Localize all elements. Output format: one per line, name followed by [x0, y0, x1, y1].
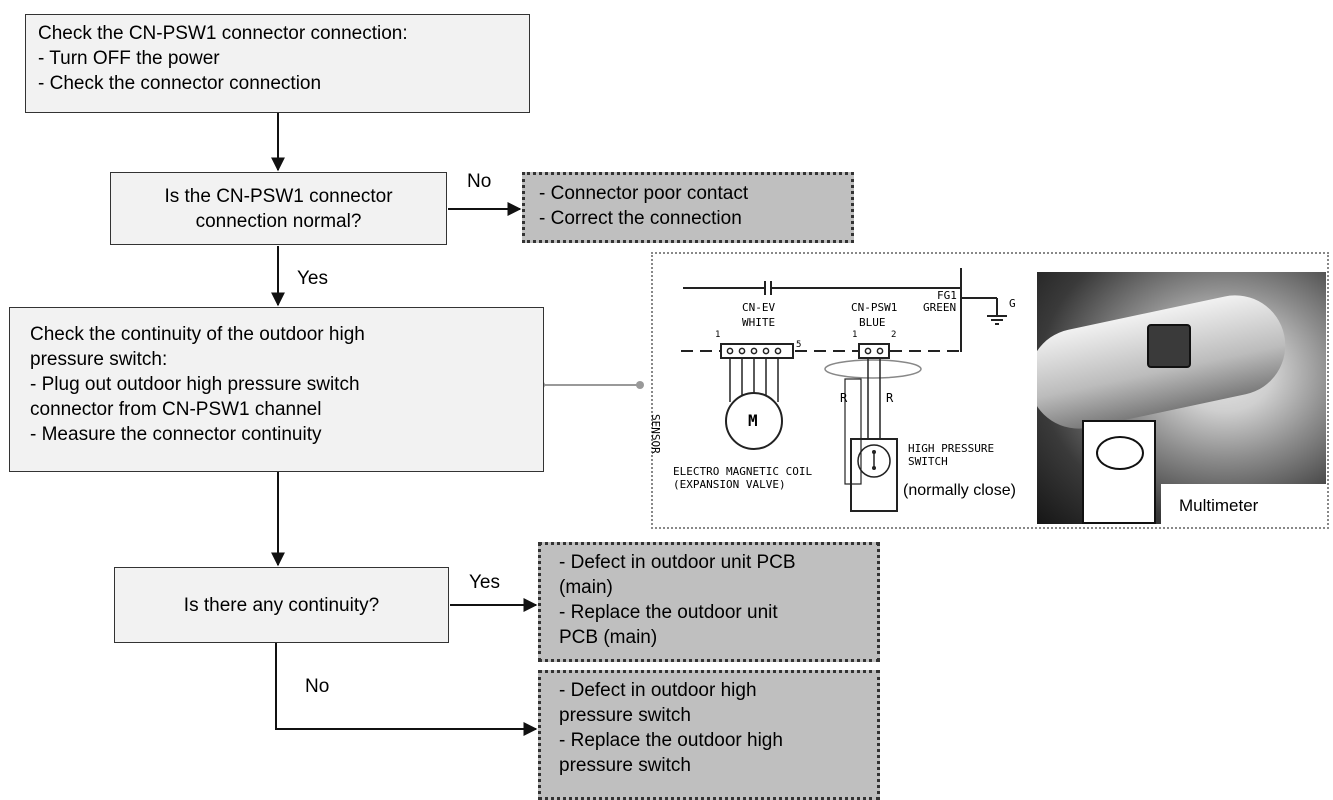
cn-psw1-color-label: BLUE [859, 316, 886, 329]
result2-line: (main) [559, 577, 613, 598]
step-check-continuity: Check the continuity of the outdoor high… [9, 307, 544, 472]
decision-connector-normal: Is the CN-PSW1 connector connection norm… [110, 172, 447, 245]
coil-label-2: (EXPANSION VALVE) [673, 478, 786, 491]
ground-label: G [1009, 297, 1016, 310]
wiring-schematic [681, 268, 1007, 512]
step-check-connector: Check the CN-PSW1 connector connection: … [25, 14, 530, 113]
hps-label-2: SWITCH [908, 455, 948, 468]
decision-any-continuity: Is there any continuity? [114, 567, 449, 643]
multimeter-label: Multimeter [1179, 496, 1259, 515]
cn-psw1-pin2: 2 [891, 330, 897, 340]
hps-label: HIGH PRESSURE [908, 442, 995, 455]
coil-label: ELECTRO MAGNETIC COIL [673, 465, 813, 478]
result-poor-contact: - Connector poor contact - Correct the c… [522, 172, 854, 243]
result3-line: pressure switch [559, 705, 691, 726]
wire-r-left: R [840, 391, 848, 405]
multimeter-display-icon [1096, 436, 1144, 470]
step2-line: - Plug out outdoor high pressure switch [30, 374, 360, 395]
step2-line: - Measure the connector continuity [30, 424, 322, 445]
decision1-line: Is the CN-PSW1 connector [164, 185, 393, 207]
decision1-yes-label: Yes [297, 268, 328, 289]
multimeter-label-bg [1161, 484, 1326, 524]
cn-psw1-pin1: 1 [852, 330, 858, 340]
result-switch-defect: - Defect in outdoor high pressure switch… [538, 670, 880, 800]
step2-line: connector from CN-PSW1 channel [30, 399, 322, 420]
step1-line: - Turn OFF the power [38, 48, 220, 69]
result-pcb-defect: - Defect in outdoor unit PCB (main) - Re… [538, 542, 880, 662]
connector-photo: Multimeter [1037, 272, 1326, 524]
fg-label: FG1 [937, 289, 957, 302]
motor-label: M [748, 411, 758, 430]
normally-close-label: (normally close) [903, 482, 1016, 499]
cn-ev-color-label: WHITE [742, 316, 776, 329]
cn-ev-pin5: 5 [796, 340, 802, 350]
cn-psw1-label: CN-PSW1 [851, 301, 898, 314]
result3-line: - Replace the outdoor high [559, 730, 783, 751]
sensor-label: SENSOR [649, 414, 662, 454]
step2-line: pressure switch: [30, 349, 168, 370]
step2-line: Check the continuity of the outdoor high [30, 324, 365, 345]
connector-plug [1147, 324, 1191, 368]
result2-line: PCB (main) [559, 627, 658, 648]
decision1-no-label: No [467, 171, 492, 192]
decision2-yes-label: Yes [469, 572, 500, 593]
step1-line: - Check the connector connection [38, 73, 322, 94]
result2-line: - Replace the outdoor unit [559, 602, 778, 623]
arrow-decision2-no [275, 643, 538, 736]
step1-line: Check the CN-PSW1 connector connection: [38, 23, 408, 44]
result1-line: - Correct the connection [539, 208, 742, 229]
decision2-no-label: No [305, 676, 330, 697]
cn-ev-pin1: 1 [715, 330, 721, 340]
wire-r-right: R [886, 391, 894, 405]
callout-dot-right [636, 381, 644, 389]
wiring-reference-panel: CN-EV WHITE 1 5 CN-PSW1 BLUE 1 2 FG1 GRE… [649, 252, 1329, 529]
multimeter-icon [1082, 420, 1156, 524]
fg-color-label: GREEN [923, 301, 957, 314]
result3-line: pressure switch [559, 755, 691, 776]
decision1-line: connection normal? [195, 210, 362, 232]
decision2-line: Is there any continuity? [183, 594, 380, 616]
result3-line: - Defect in outdoor high [559, 680, 757, 701]
cn-ev-label: CN-EV [742, 301, 776, 314]
result2-line: - Defect in outdoor unit PCB [559, 552, 796, 573]
result1-line: - Connector poor contact [539, 183, 749, 204]
